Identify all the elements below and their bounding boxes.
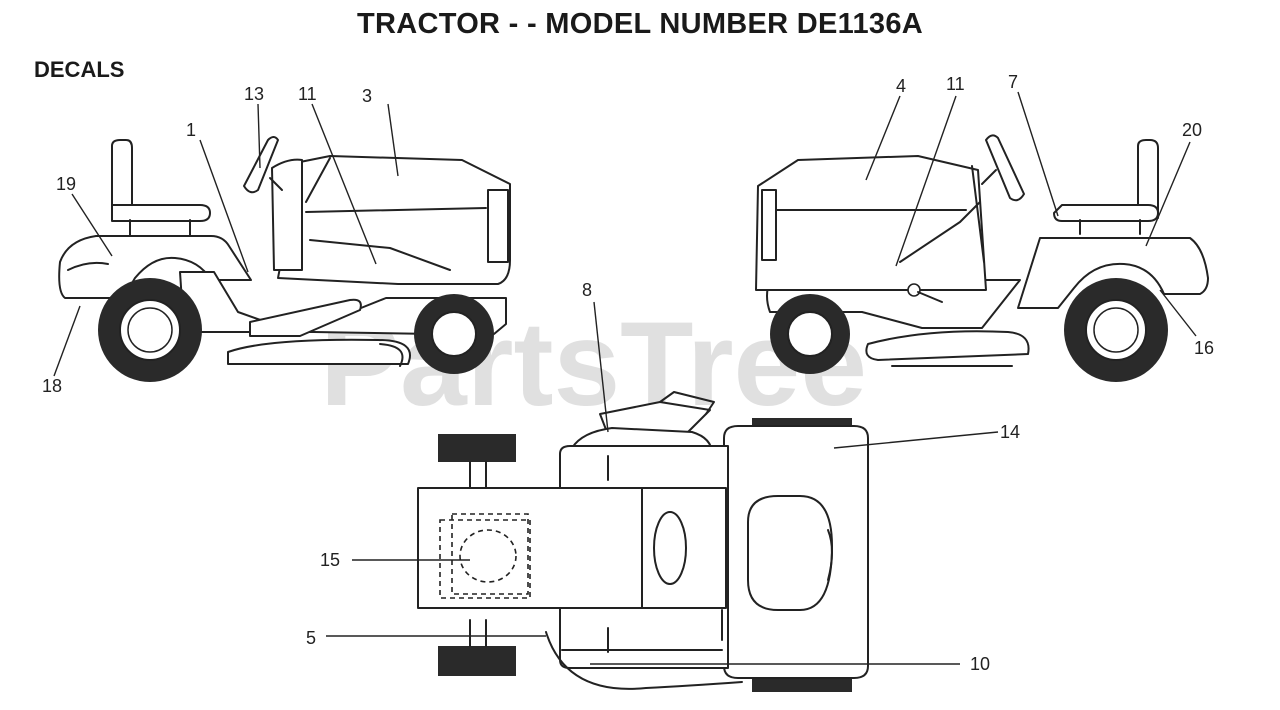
callout-14: 14	[1000, 422, 1020, 442]
callout-18: 18	[42, 376, 62, 396]
section-heading: DECALS	[34, 57, 125, 82]
callout-4: 4	[896, 76, 906, 96]
callout-11-right: 11	[946, 74, 965, 94]
callout-16: 16	[1194, 338, 1214, 358]
tractor-top-view	[417, 391, 869, 692]
tractor-left-view	[58, 136, 511, 382]
callout-20: 20	[1182, 120, 1202, 140]
leader-lines	[53, 91, 1197, 665]
callout-11-left: 11	[298, 84, 317, 104]
callout-15: 15	[320, 550, 340, 570]
page-title: TRACTOR - - MODEL NUMBER DE1136A	[356, 8, 924, 40]
callout-5: 5	[306, 628, 316, 648]
callout-13: 13	[244, 84, 264, 104]
callout-8: 8	[582, 280, 592, 300]
callout-7: 7	[1008, 72, 1018, 92]
callout-1: 1	[186, 120, 196, 140]
callout-10: 10	[970, 654, 990, 674]
tractor-right-view	[755, 134, 1209, 382]
callout-19: 19	[56, 174, 76, 194]
callout-3: 3	[362, 86, 372, 106]
